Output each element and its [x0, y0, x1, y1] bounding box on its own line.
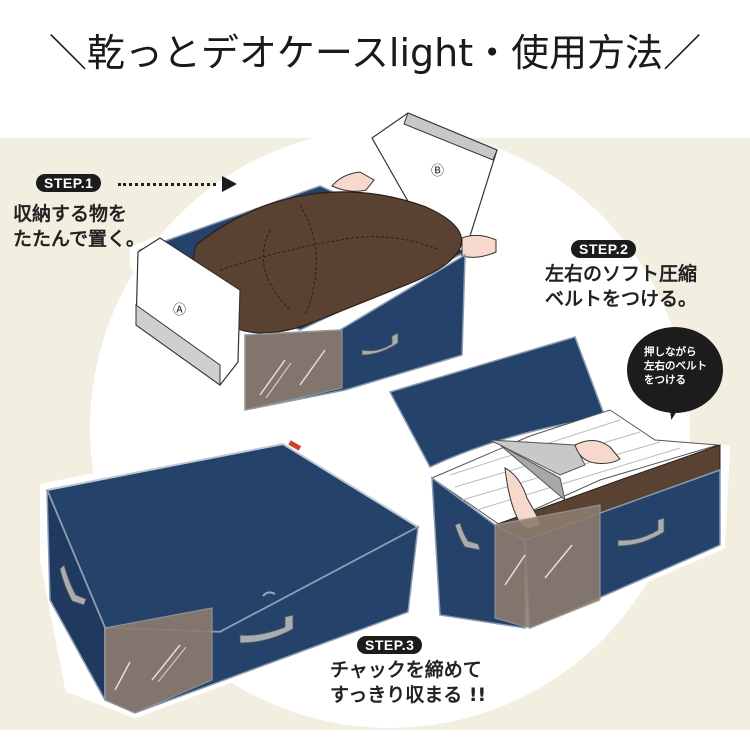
step2-box-illustration	[383, 329, 731, 634]
red-tag	[288, 440, 302, 451]
step1-dotted-line	[118, 183, 216, 186]
step2-text: 左右のソフト圧縮 ベルトをつける。	[545, 262, 697, 312]
step2-line2: ベルトをつける。	[545, 288, 698, 310]
step1-line2: たたんで置く。	[13, 228, 146, 250]
step2-badge: STEP.2	[571, 240, 637, 258]
step2-speech-bubble: 押しながら 左右のベルト をつける	[627, 327, 723, 413]
step1-badge: STEP.1	[36, 174, 102, 192]
page-title: ＼乾っとデオケースlight・使用方法／	[48, 31, 702, 75]
step3-box-illustration	[40, 434, 426, 719]
bubble-line3: をつける	[644, 374, 686, 386]
step1-arrow-icon	[222, 176, 237, 192]
step1-line1: 収納する物を	[13, 203, 128, 225]
flap-a-label: Ⓐ	[173, 303, 186, 318]
step3-line2: すっきり収まる !!	[330, 684, 487, 706]
flap-b-label: Ⓑ	[431, 164, 444, 179]
bubble-line2: 左右のベルト	[644, 360, 707, 372]
bubble-line1: 押しながら	[644, 346, 697, 358]
step3-line1: チャックを締めて	[330, 659, 482, 681]
step1-text: 収納する物を たたんで置く。	[13, 202, 145, 252]
step3-badge: STEP.3	[357, 636, 423, 654]
step1-box-illustration: Ⓑ Ⓐ	[130, 112, 498, 416]
step2-line1: 左右のソフト圧縮	[545, 263, 698, 285]
step3-text: チャックを締めて すっきり収まる !!	[330, 658, 486, 708]
